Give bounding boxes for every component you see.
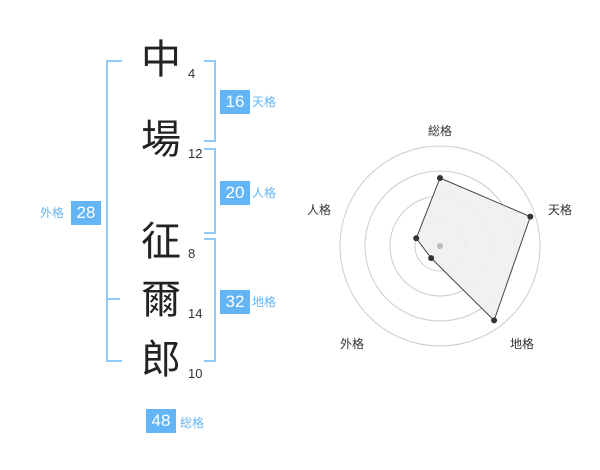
gaikaku-bracket-divider (106, 298, 120, 300)
chikaku-bracket (204, 238, 216, 362)
name-char-4: 爾 (141, 277, 181, 323)
tenkaku-bracket (204, 60, 216, 142)
chikaku-score-badge: 32 (220, 290, 250, 314)
radar-point-5 (413, 235, 420, 242)
name-char-1: 中 (141, 37, 181, 83)
radar-grid-ring (339, 145, 541, 347)
radar-point-4 (428, 255, 435, 262)
radar-axis-label-gaikaku: 外格 (340, 337, 365, 351)
radar-axis-label-jinkaku: 人格 (307, 203, 332, 217)
name-char-3: 征 (141, 219, 181, 265)
radar-point-1 (437, 175, 443, 181)
stroke-count-5: 10 (188, 366, 203, 381)
radar-center-point (437, 243, 443, 249)
radar-axis-label-tenkaku: 天格 (548, 203, 573, 217)
radar-chart (339, 145, 541, 347)
radar-point-3 (491, 317, 498, 324)
stroke-count-3: 8 (188, 246, 196, 261)
chikaku-label: 地格 (252, 295, 277, 309)
gaikaku-score-badge: 28 (71, 201, 101, 225)
stroke-count-2: 12 (188, 146, 203, 161)
radar-point-2 (527, 213, 534, 220)
stroke-count-4: 14 (188, 306, 203, 321)
jinkaku-bracket (204, 148, 216, 234)
soukaku-score-badge: 48 (146, 409, 176, 433)
jinkaku-score-badge: 20 (220, 181, 250, 205)
gaikaku-label: 外格 (40, 206, 65, 220)
name-char-2: 場 (141, 117, 181, 163)
radar-axis-label-soukaku: 総格 (428, 124, 453, 138)
jinkaku-label: 人格 (252, 186, 277, 200)
soukaku-label: 総格 (180, 416, 205, 430)
radar-axis-label-chikaku: 地格 (510, 337, 535, 351)
stroke-count-1: 4 (188, 66, 196, 81)
tenkaku-score-badge: 16 (220, 90, 250, 114)
radar-series-polygon (415, 177, 531, 322)
tenkaku-label: 天格 (252, 95, 277, 109)
gaikaku-bracket (106, 60, 122, 362)
name-char-5: 郎 (141, 337, 181, 383)
